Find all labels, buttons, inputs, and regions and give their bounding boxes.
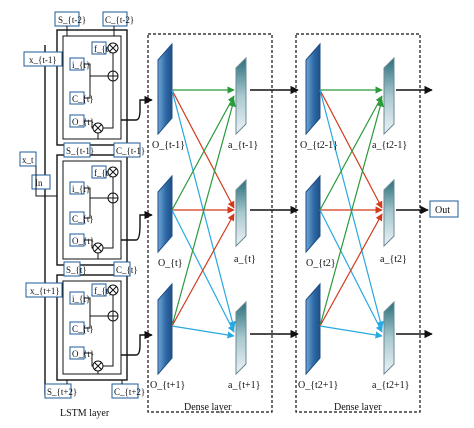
cell-2-s-label: S_{t-1} xyxy=(66,146,94,156)
input-x-t: x_t xyxy=(22,155,34,165)
lstm-cell-3: S_{t} C_{t} f_{t} i_{t} C_{t} O_{t} x_ xyxy=(25,261,145,399)
dense2-label-a-t2-plus-1: a_{t2+1} xyxy=(372,380,409,391)
cell-1-c-label: C_{t-2} xyxy=(105,15,134,25)
cell-3-c-label: C_{t} xyxy=(116,265,138,275)
dense1-block-o-t-plus-1 xyxy=(157,282,173,376)
dense1-block-o-t xyxy=(157,174,173,254)
dense1-label-a-t-plus-1: a_{t+1} xyxy=(228,380,260,391)
dense2-label-o-t2-minus-1: O_{t2-1} xyxy=(300,140,338,151)
dense2-label-a-t2-minus-1: a_{t2-1} xyxy=(372,140,407,151)
dense1-label-o-t-minus-1: O_{t-1} xyxy=(152,140,185,151)
cell-1-c-box xyxy=(102,11,128,27)
dense1-block-a-t-plus-1 xyxy=(235,300,247,376)
inter-layer-arrows xyxy=(250,85,299,339)
dense2-label-a-t2: a_{t2} xyxy=(380,254,407,265)
cell-1-gate-c: C_{t} xyxy=(72,94,94,104)
dense1-block-a-t xyxy=(235,178,247,248)
cell-1-s-label: S_{t-2} xyxy=(58,15,86,25)
dense1-label-a-t-minus-1: a_{t-1} xyxy=(228,140,258,151)
dense1-label-o-t-plus-1: O_{t+1} xyxy=(150,380,185,391)
dense2-label-o-t2-plus-1: O_{t2+1} xyxy=(298,380,338,391)
dense2-block-o-t2-plus-1 xyxy=(305,282,321,376)
dense2-caption: Dense layer xyxy=(334,402,382,413)
out-box xyxy=(429,200,459,218)
dense2-block-a-t2-plus-1 xyxy=(383,300,395,376)
dense2-connections xyxy=(319,86,384,339)
dense1-block-o-t-minus-1 xyxy=(157,42,173,136)
cell-3-s-label: S_{t} xyxy=(66,265,87,275)
output-arrows xyxy=(396,85,433,339)
cell-1-gate-f: f_{t} xyxy=(94,44,113,54)
dense2-block-a-t2 xyxy=(383,178,395,248)
cell-3-gate-f: f_{t} xyxy=(94,286,113,296)
input-x-t-minus-1-box xyxy=(23,51,63,67)
input-x-t-minus-1: x_{t-1} xyxy=(29,55,57,65)
dense2-block-o-t2-minus-1 xyxy=(305,42,321,136)
dense-layer-2: O_{t2-1} O_{t2} O_{t2+1} a_{t2-1} a_{t2}… xyxy=(295,33,421,413)
cell-3-gate-c: C_{t} xyxy=(72,324,94,334)
cell-2-gate-c: C_{t} xyxy=(72,214,94,224)
dense2-label-o-t2: O_{t2} xyxy=(306,258,336,269)
cell-2-gate-o: O_{t} xyxy=(72,236,94,246)
cell-3-gate-o: O_{t} xyxy=(72,349,94,359)
dense2-block-a-t2-minus-1 xyxy=(383,56,395,136)
bottom-c-label: C_{t+2} xyxy=(114,387,145,397)
bottom-s-label: S_{t+2} xyxy=(47,387,77,397)
dense1-label-o-t: O_{t} xyxy=(158,258,183,269)
dense1-label-a-t: a_{t} xyxy=(234,254,256,265)
cell-1-gate-o: O_{t} xyxy=(72,117,94,127)
lstm-cell-2: S_{t-1} C_{t-1} f_{t} i_{t} C_{t} O_{t} xyxy=(19,142,145,266)
out-label: Out xyxy=(435,205,450,216)
cell-2-c-label: C_{t-1} xyxy=(116,146,145,156)
dense1-caption: Dense layer xyxy=(184,402,232,413)
dense-layer-1: O_{t-1} O_{t} O_{t+1} a_{t-1} a_{t} a_{t… xyxy=(147,33,273,413)
lstm-layer: S_{t-2} C_{t-2} f_{t} i_{t} C_{t} O_{t} xyxy=(19,11,153,419)
cell-2-gate-i: i_{t} xyxy=(72,184,90,194)
cell-2-gate-f: f_{t} xyxy=(94,168,113,178)
dense2-block-o-t2 xyxy=(305,174,321,254)
cell-3-gate-i: i_{t} xyxy=(72,294,90,304)
cell-1-gate-i: i_{t} xyxy=(72,60,90,70)
in-label: In xyxy=(35,178,43,188)
lstm-cell-1: S_{t-2} C_{t-2} f_{t} i_{t} C_{t} O_{t} xyxy=(23,11,134,146)
lstm-layer-caption: LSTM layer xyxy=(60,408,110,419)
dense1-connections xyxy=(171,86,236,339)
dense1-block-a-t-minus-1 xyxy=(235,56,247,136)
input-x-t-plus-1: x_{t+1} xyxy=(30,286,60,296)
